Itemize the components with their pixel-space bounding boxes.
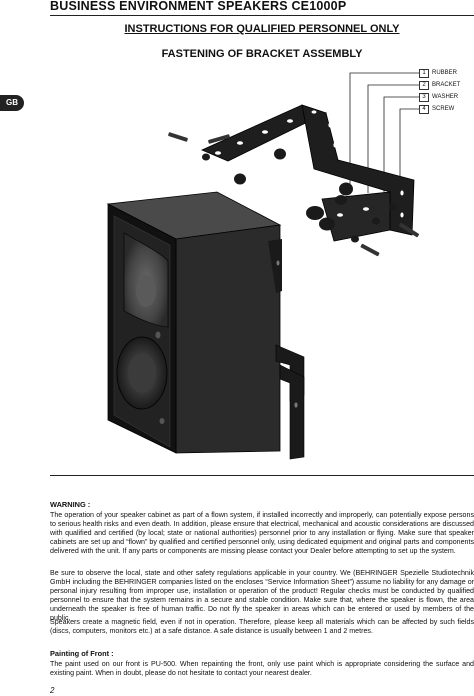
legend-item-washer: 3 WASHER bbox=[419, 91, 474, 103]
warning-paragraph-3: Speakers create a magnetic field, even i… bbox=[50, 618, 474, 635]
page-number: 2 bbox=[50, 686, 55, 695]
document-header-title: BUSINESS ENVIRONMENT SPEAKERS CE1000P bbox=[50, 0, 347, 13]
painting-heading: Painting of Front : bbox=[50, 649, 114, 658]
bracket-assembly-illustration bbox=[106, 72, 420, 460]
legend-label: BRACKET bbox=[432, 82, 461, 88]
body-rule bbox=[50, 475, 474, 476]
warning-paragraph-1: The operation of your speaker cabinet as… bbox=[50, 511, 474, 555]
language-tab-gb: GB bbox=[0, 95, 24, 111]
legend-label: SCREW bbox=[432, 106, 455, 112]
legend-number: 3 bbox=[419, 92, 429, 102]
warning-paragraph-2: Be sure to observe the local, state and … bbox=[50, 569, 474, 622]
warning-heading: WARNING : bbox=[50, 500, 91, 509]
parts-legend: 1 RUBBER 2 BRACKET 3 WASHER 4 SCREW bbox=[419, 67, 474, 115]
legend-item-rubber: 1 RUBBER bbox=[419, 67, 474, 79]
header-rule bbox=[50, 15, 474, 16]
legend-label: RUBBER bbox=[432, 70, 458, 76]
legend-item-bracket: 2 BRACKET bbox=[419, 79, 474, 91]
main-title: INSTRUCTIONS FOR QUALIFIED PERSONNEL ONL… bbox=[124, 23, 400, 35]
painting-paragraph: The paint used on our front is PU-500. W… bbox=[50, 660, 474, 677]
legend-label: WASHER bbox=[432, 94, 459, 100]
speaker-cabinet bbox=[106, 191, 305, 460]
legend-number: 4 bbox=[419, 104, 429, 114]
legend-number: 1 bbox=[419, 68, 429, 78]
fastener-parts bbox=[168, 132, 420, 257]
legend-item-screw: 4 SCREW bbox=[419, 103, 474, 115]
section-title: FASTENING OF BRACKET ASSEMBLY bbox=[161, 48, 363, 60]
legend-number: 2 bbox=[419, 80, 429, 90]
